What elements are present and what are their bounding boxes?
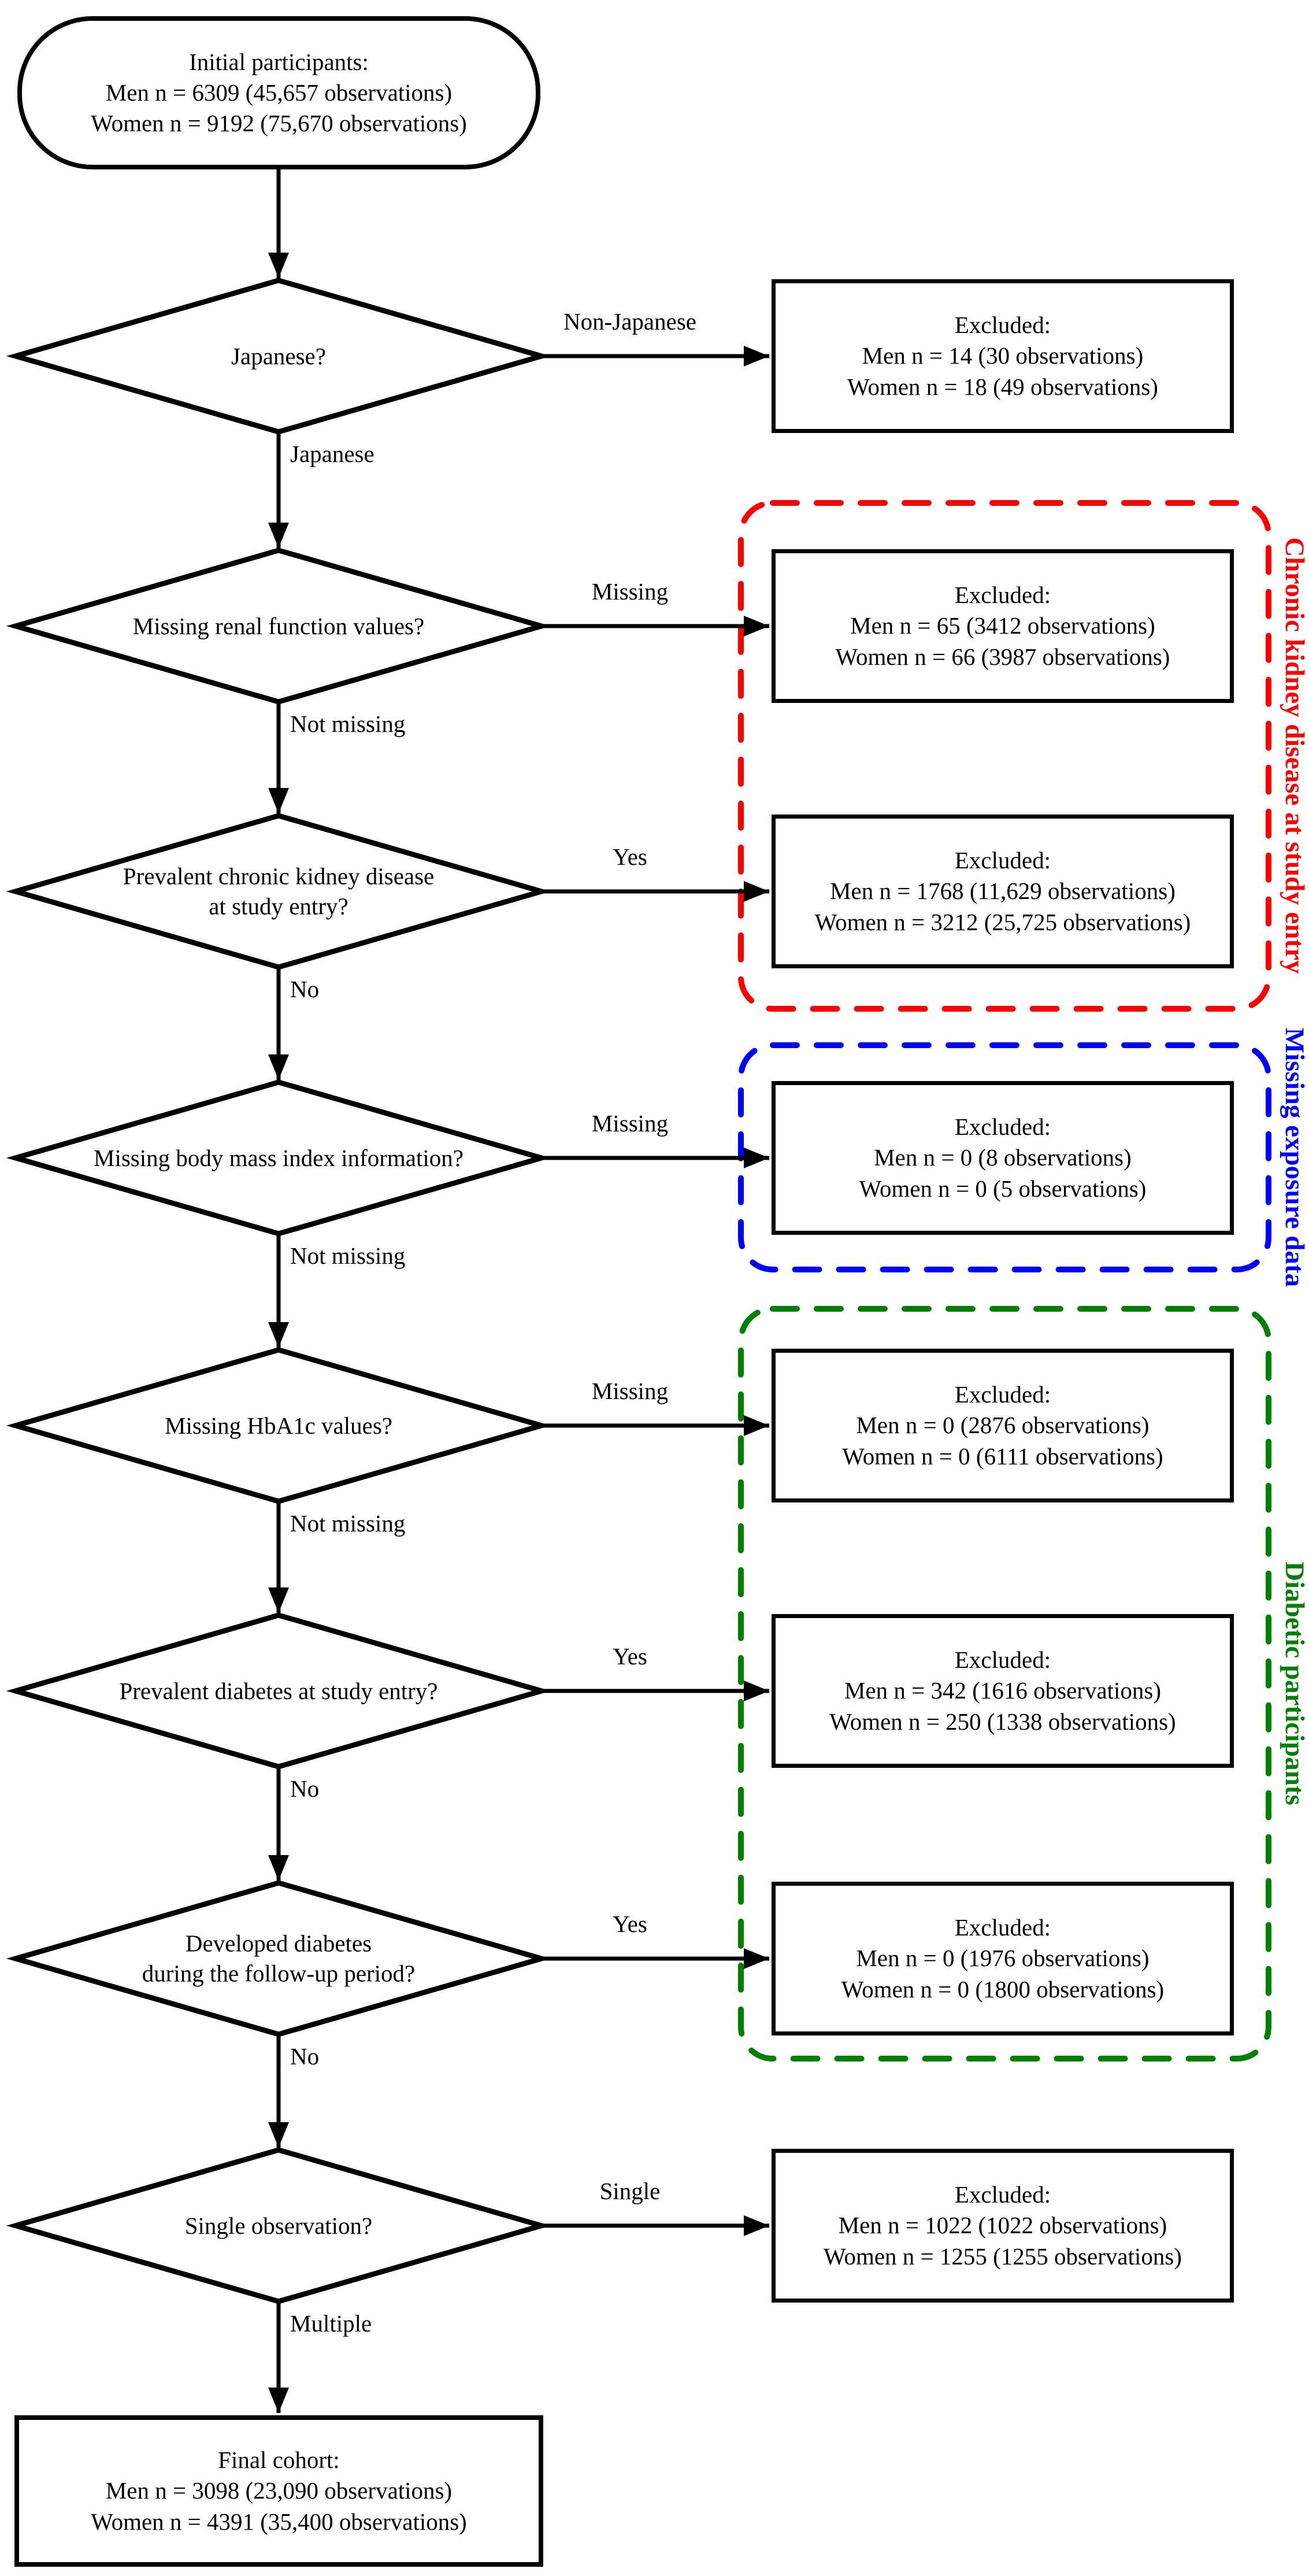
ckd-group-label: Chronic kidney disease at study entry [1280, 537, 1309, 974]
branch-label-yes-diabetes: Yes [613, 1643, 647, 1670]
excluded-title: Excluded: [954, 312, 1051, 339]
final-node-title: Final cohort: [218, 2447, 340, 2474]
excluded-title: Excluded: [954, 1113, 1051, 1141]
branch-label-missing-bmi: Missing [591, 1110, 669, 1137]
excluded-title: Excluded: [954, 847, 1051, 874]
question-bmi: Missing body mass index information? [93, 1144, 463, 1171]
excluded-title: Excluded: [954, 1381, 1051, 1408]
down-label-not-missing-bmi: Not missing [290, 1242, 406, 1269]
branch-label-missing-renal: Missing [591, 578, 669, 605]
question-ckd: Prevalent chronic kidney disease at stud… [123, 863, 435, 920]
excluded-women: Women n = 1255 (1255 observations) [824, 2242, 1182, 2270]
down-label-not-missing-renal: Not missing [290, 710, 406, 737]
question-japanese: Japanese? [231, 342, 326, 369]
question-single: Single observation? [184, 2212, 373, 2239]
excluded-box-missing-renal: Excluded: Men n = 65 (3412 observations)… [772, 549, 1234, 703]
excluded-men: Men n = 1768 (11,629 observations) [830, 878, 1175, 905]
excluded-box-non-japanese: Excluded: Men n = 14 (30 observations) W… [772, 279, 1234, 433]
down-label-no-ckd: No [290, 976, 320, 1002]
final-node-women: Women n = 4391 (35,400 observations) [91, 2508, 467, 2535]
excluded-men: Men n = 0 (8 observations) [874, 1144, 1132, 1171]
excluded-men: Men n = 14 (30 observations) [862, 342, 1144, 369]
decision-diamond-ckd [6, 813, 551, 970]
excluded-women: Women n = 0 (1800 observations) [841, 1975, 1165, 2003]
excluded-box-single-observation: Excluded: Men n = 1022 (1022 observation… [772, 2149, 1234, 2303]
branch-label-missing-hba1c: Missing [591, 1378, 669, 1404]
branch-label-single: Single [599, 2178, 661, 2204]
excluded-men: Men n = 65 (3412 observations) [850, 612, 1155, 639]
diabetic-group-outline [738, 1306, 1271, 2061]
down-label-no-developed: No [290, 2043, 320, 2070]
excluded-box-missing-bmi: Excluded: Men n = 0 (8 observations) Wom… [772, 1081, 1234, 1235]
excluded-women: Women n = 0 (5 observations) [859, 1175, 1147, 1202]
excluded-men: Men n = 0 (2876 observations) [856, 1412, 1149, 1439]
decision-diamond-bmi [6, 1079, 551, 1237]
ckd-group-outline [738, 500, 1271, 1012]
decision-diamond-hba1c [6, 1347, 551, 1504]
decision-diamond-diabetes [6, 1612, 551, 1770]
excluded-title: Excluded: [954, 1646, 1051, 1674]
excluded-box-prevalent-ckd: Excluded: Men n = 1768 (11,629 observati… [772, 815, 1234, 968]
decision-diamond-developed [6, 1880, 551, 2037]
excluded-women: Women n = 66 (3987 observations) [835, 643, 1170, 670]
final-cohort-node: Final cohort: Men n = 3098 (23,090 obser… [14, 2415, 543, 2567]
question-developed: Developed diabetes during the follow-up … [142, 1930, 416, 1987]
decision-diamond-renal [6, 547, 551, 705]
down-label-multiple: Multiple [290, 2310, 372, 2337]
excluded-title: Excluded: [954, 2181, 1051, 2208]
excluded-men: Men n = 1022 (1022 observations) [838, 2212, 1167, 2239]
down-label-not-missing-hba1c: Not missing [290, 1510, 406, 1537]
start-node-men: Men n = 6309 (45,657 observations) [105, 79, 453, 106]
excluded-women: Women n = 0 (6111 observations) [842, 1442, 1163, 1470]
missing-exposure-group-label: Missing exposure data [1280, 1028, 1309, 1287]
start-node: Initial participants: Men n = 6309 (45,6… [17, 16, 540, 169]
branch-label-yes-developed: Yes [613, 1911, 647, 1937]
excluded-box-developed-diabetes: Excluded: Men n = 0 (1976 observations) … [772, 1882, 1234, 2035]
excluded-men: Men n = 0 (1976 observations) [856, 1945, 1149, 1972]
down-label-japanese: Japanese [290, 441, 374, 467]
excluded-box-prevalent-diabetes: Excluded: Men n = 342 (1616 observations… [772, 1614, 1234, 1768]
excluded-title: Excluded: [954, 1914, 1051, 1941]
start-node-title: Initial participants: [189, 48, 369, 75]
diabetic-group-label: Diabetic participants [1280, 1561, 1309, 1805]
question-renal: Missing renal function values? [132, 612, 425, 639]
question-diabetes: Prevalent diabetes at study entry? [119, 1677, 438, 1704]
final-node-men: Men n = 3098 (23,090 observations) [105, 2477, 453, 2504]
branch-label-yes-ckd: Yes [613, 843, 647, 870]
branch-label-non-japanese: Non-Japanese [563, 308, 696, 335]
excluded-box-missing-hba1c: Excluded: Men n = 0 (2876 observations) … [772, 1349, 1234, 1502]
excluded-men: Men n = 342 (1616 observations) [844, 1677, 1162, 1704]
excluded-women: Women n = 250 (1338 observations) [829, 1708, 1176, 1735]
excluded-women: Women n = 18 (49 observations) [847, 373, 1158, 400]
start-node-women: Women n = 9192 (75,670 observations) [91, 110, 467, 137]
decision-diamond-japanese [6, 277, 551, 435]
decision-diamond-single [6, 2147, 551, 2304]
down-label-no-diabetes: No [290, 1775, 320, 1802]
excluded-women: Women n = 3212 (25,725 observations) [814, 908, 1191, 935]
excluded-title: Excluded: [954, 582, 1051, 609]
question-hba1c: Missing HbA1c values? [164, 1412, 392, 1439]
